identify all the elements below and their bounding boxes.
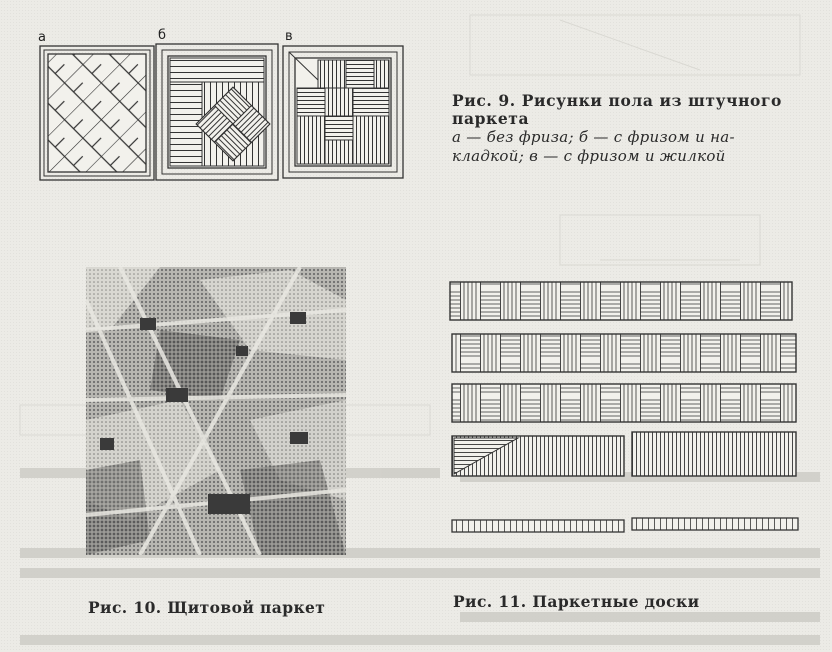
fig11-board-2 <box>451 333 797 373</box>
fig9-caption-title: Рис. 9. Рисунки пола из штучного паркета <box>452 91 782 128</box>
fig9-label-v: в <box>285 29 293 44</box>
fig9-pattern-b <box>155 43 279 181</box>
fig9-label-a: а <box>38 30 46 45</box>
fig11-board-3 <box>451 383 797 423</box>
fig9-caption-line-1: а — без фриза; б — с фризом и на- <box>452 128 735 146</box>
fig9-pattern-a <box>39 45 155 181</box>
fig9-caption-line-2: кладкой; в — с фризом и жилкой <box>452 147 726 165</box>
fig10-caption: Рис. 10. Щитовой паркет <box>88 598 326 617</box>
fig11-caption: Рис. 11. Паркетные доски <box>453 592 700 611</box>
fig11-board-4 <box>451 431 797 477</box>
fig11-board-5 <box>451 517 799 533</box>
fig9-label-b: б <box>158 28 167 43</box>
fig9-caption: Рис. 9. Рисунки пола из штучного паркета… <box>452 92 812 166</box>
fig11-board-1 <box>449 281 793 321</box>
fig9-pattern-v <box>282 45 404 179</box>
